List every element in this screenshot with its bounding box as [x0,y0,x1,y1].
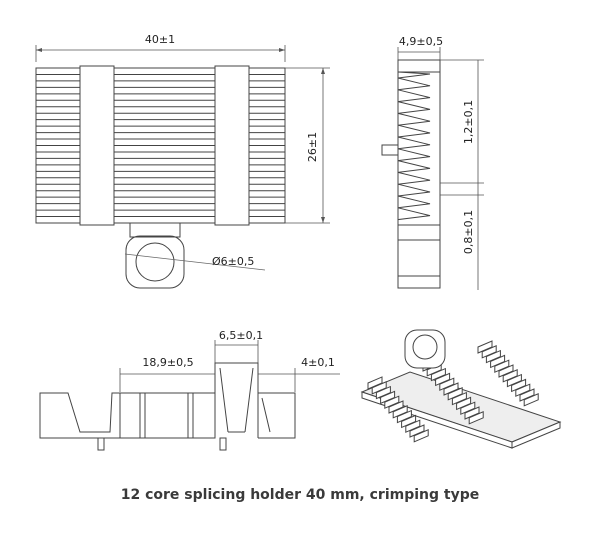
side-gap-label: 0,8±0,1 [462,210,475,254]
side-pitch-label: 1,2±0,1 [462,100,475,144]
caption: 12 core splicing holder 40 mm, crimping … [120,487,480,503]
ring-diameter-label: Ø6±0,5 [212,255,254,268]
front-span-label: 18,9±0,5 [142,356,193,369]
top-view: 40±1 26±1 Ø6±0,5 [35,33,330,289]
isometric-view [360,329,562,449]
front-edge-label: 4±0,1 [301,356,335,369]
side-view: 4,9±0,5 1,2±0,1 0,8±0,1 [381,35,484,290]
top-width-label: 40±1 [145,33,175,46]
side-width-label: 4,9±0,5 [399,35,443,48]
front-slot-label: 6,5±0,1 [219,329,263,342]
front-view: 18,9±0,5 6,5±0,1 4±0,1 [39,329,340,451]
top-height-label: 26±1 [306,132,319,162]
